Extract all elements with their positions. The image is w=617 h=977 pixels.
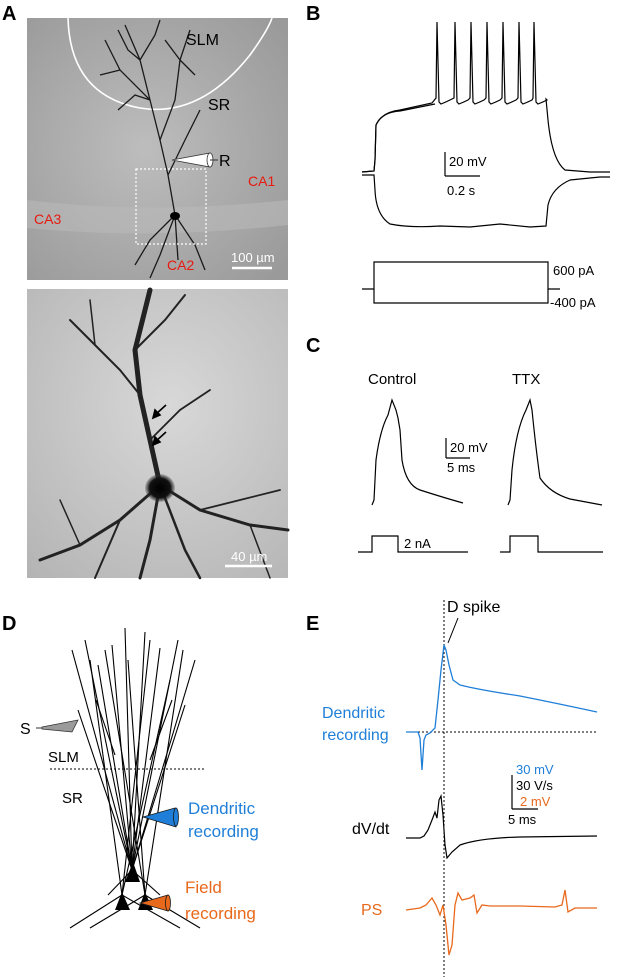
region-ca1: CA1 <box>248 173 275 189</box>
d-field-line1: Field <box>185 878 222 897</box>
panel-a-letter: A <box>2 3 16 25</box>
c-scale-t: 5 ms <box>447 460 476 475</box>
scalebar-top-label: 100 µm <box>231 250 275 265</box>
e-dvdt-label: dV/dt <box>352 821 390 838</box>
region-slm: SLM <box>186 32 219 49</box>
stim-electrode-icon <box>41 719 79 733</box>
e-ps-trace <box>405 889 597 956</box>
voltage-traces <box>361 21 610 228</box>
c-traces <box>358 397 603 553</box>
micrograph-top: R SLM SR CA1 CA2 CA3 100 µm <box>27 17 288 280</box>
e-scale-2: 30 V/s <box>516 778 553 793</box>
e-dspike-label: D spike <box>447 599 500 616</box>
micrograph-bottom: 40 µm <box>27 287 290 580</box>
scalebar-bottom-label: 40 µm <box>231 549 267 564</box>
b-scale-t: 0.2 s <box>447 183 476 198</box>
b-scale-v: 20 mV <box>449 154 487 169</box>
e-scale-t: 5 ms <box>508 812 537 827</box>
e-dvdt-trace <box>406 793 598 860</box>
b-current-low: -400 pA <box>550 295 596 310</box>
e-dendritic-trace <box>406 644 598 771</box>
b-current-high: 600 pA <box>553 263 595 278</box>
panel-c: C Control TTX 20 mV 5 ms 2 nA <box>306 335 603 553</box>
region-ca3: CA3 <box>34 211 61 227</box>
panel-d-letter: D <box>2 613 16 635</box>
e-dendritic-line1: Dendritic <box>322 705 385 722</box>
d-field-line2: recording <box>185 904 256 923</box>
electrode-label: R <box>219 153 231 170</box>
b-current-step <box>362 261 560 290</box>
neuron-diagram <box>69 627 201 929</box>
panel-d: D S SLM SR Dendritic recording <box>2 613 259 929</box>
panel-c-letter: C <box>306 335 320 357</box>
c-ttx-label: TTX <box>512 371 540 388</box>
d-dendritic-line1: Dendritic <box>188 799 256 818</box>
panel-b-letter: B <box>306 3 320 25</box>
c-scale-v: 20 mV <box>450 440 488 455</box>
d-layer-sr: SR <box>62 790 83 807</box>
e-ps-label: PS <box>361 902 382 919</box>
d-dendritic-line2: recording <box>188 822 259 841</box>
d-layer-slm: SLM <box>48 749 79 766</box>
e-scale-3: 2 mV <box>520 794 551 809</box>
region-ca2: CA2 <box>167 257 194 273</box>
panel-a: A <box>2 3 290 580</box>
c-current-label: 2 nA <box>404 536 431 551</box>
d-stim-label: S <box>20 721 31 738</box>
e-dendritic-line2: recording <box>322 727 389 744</box>
panel-e: E D spike Dendritic recording dV/dt PS 3… <box>306 599 598 977</box>
c-control-label: Control <box>368 371 416 388</box>
dendritic-electrode-icon <box>141 807 177 828</box>
panel-e-letter: E <box>306 613 319 635</box>
arrow-icon <box>151 404 167 447</box>
panel-b: B 20 mV 0.2 s 600 pA -400 pA <box>306 3 610 310</box>
region-sr: SR <box>208 97 230 114</box>
e-scale-1: 30 mV <box>516 762 554 777</box>
